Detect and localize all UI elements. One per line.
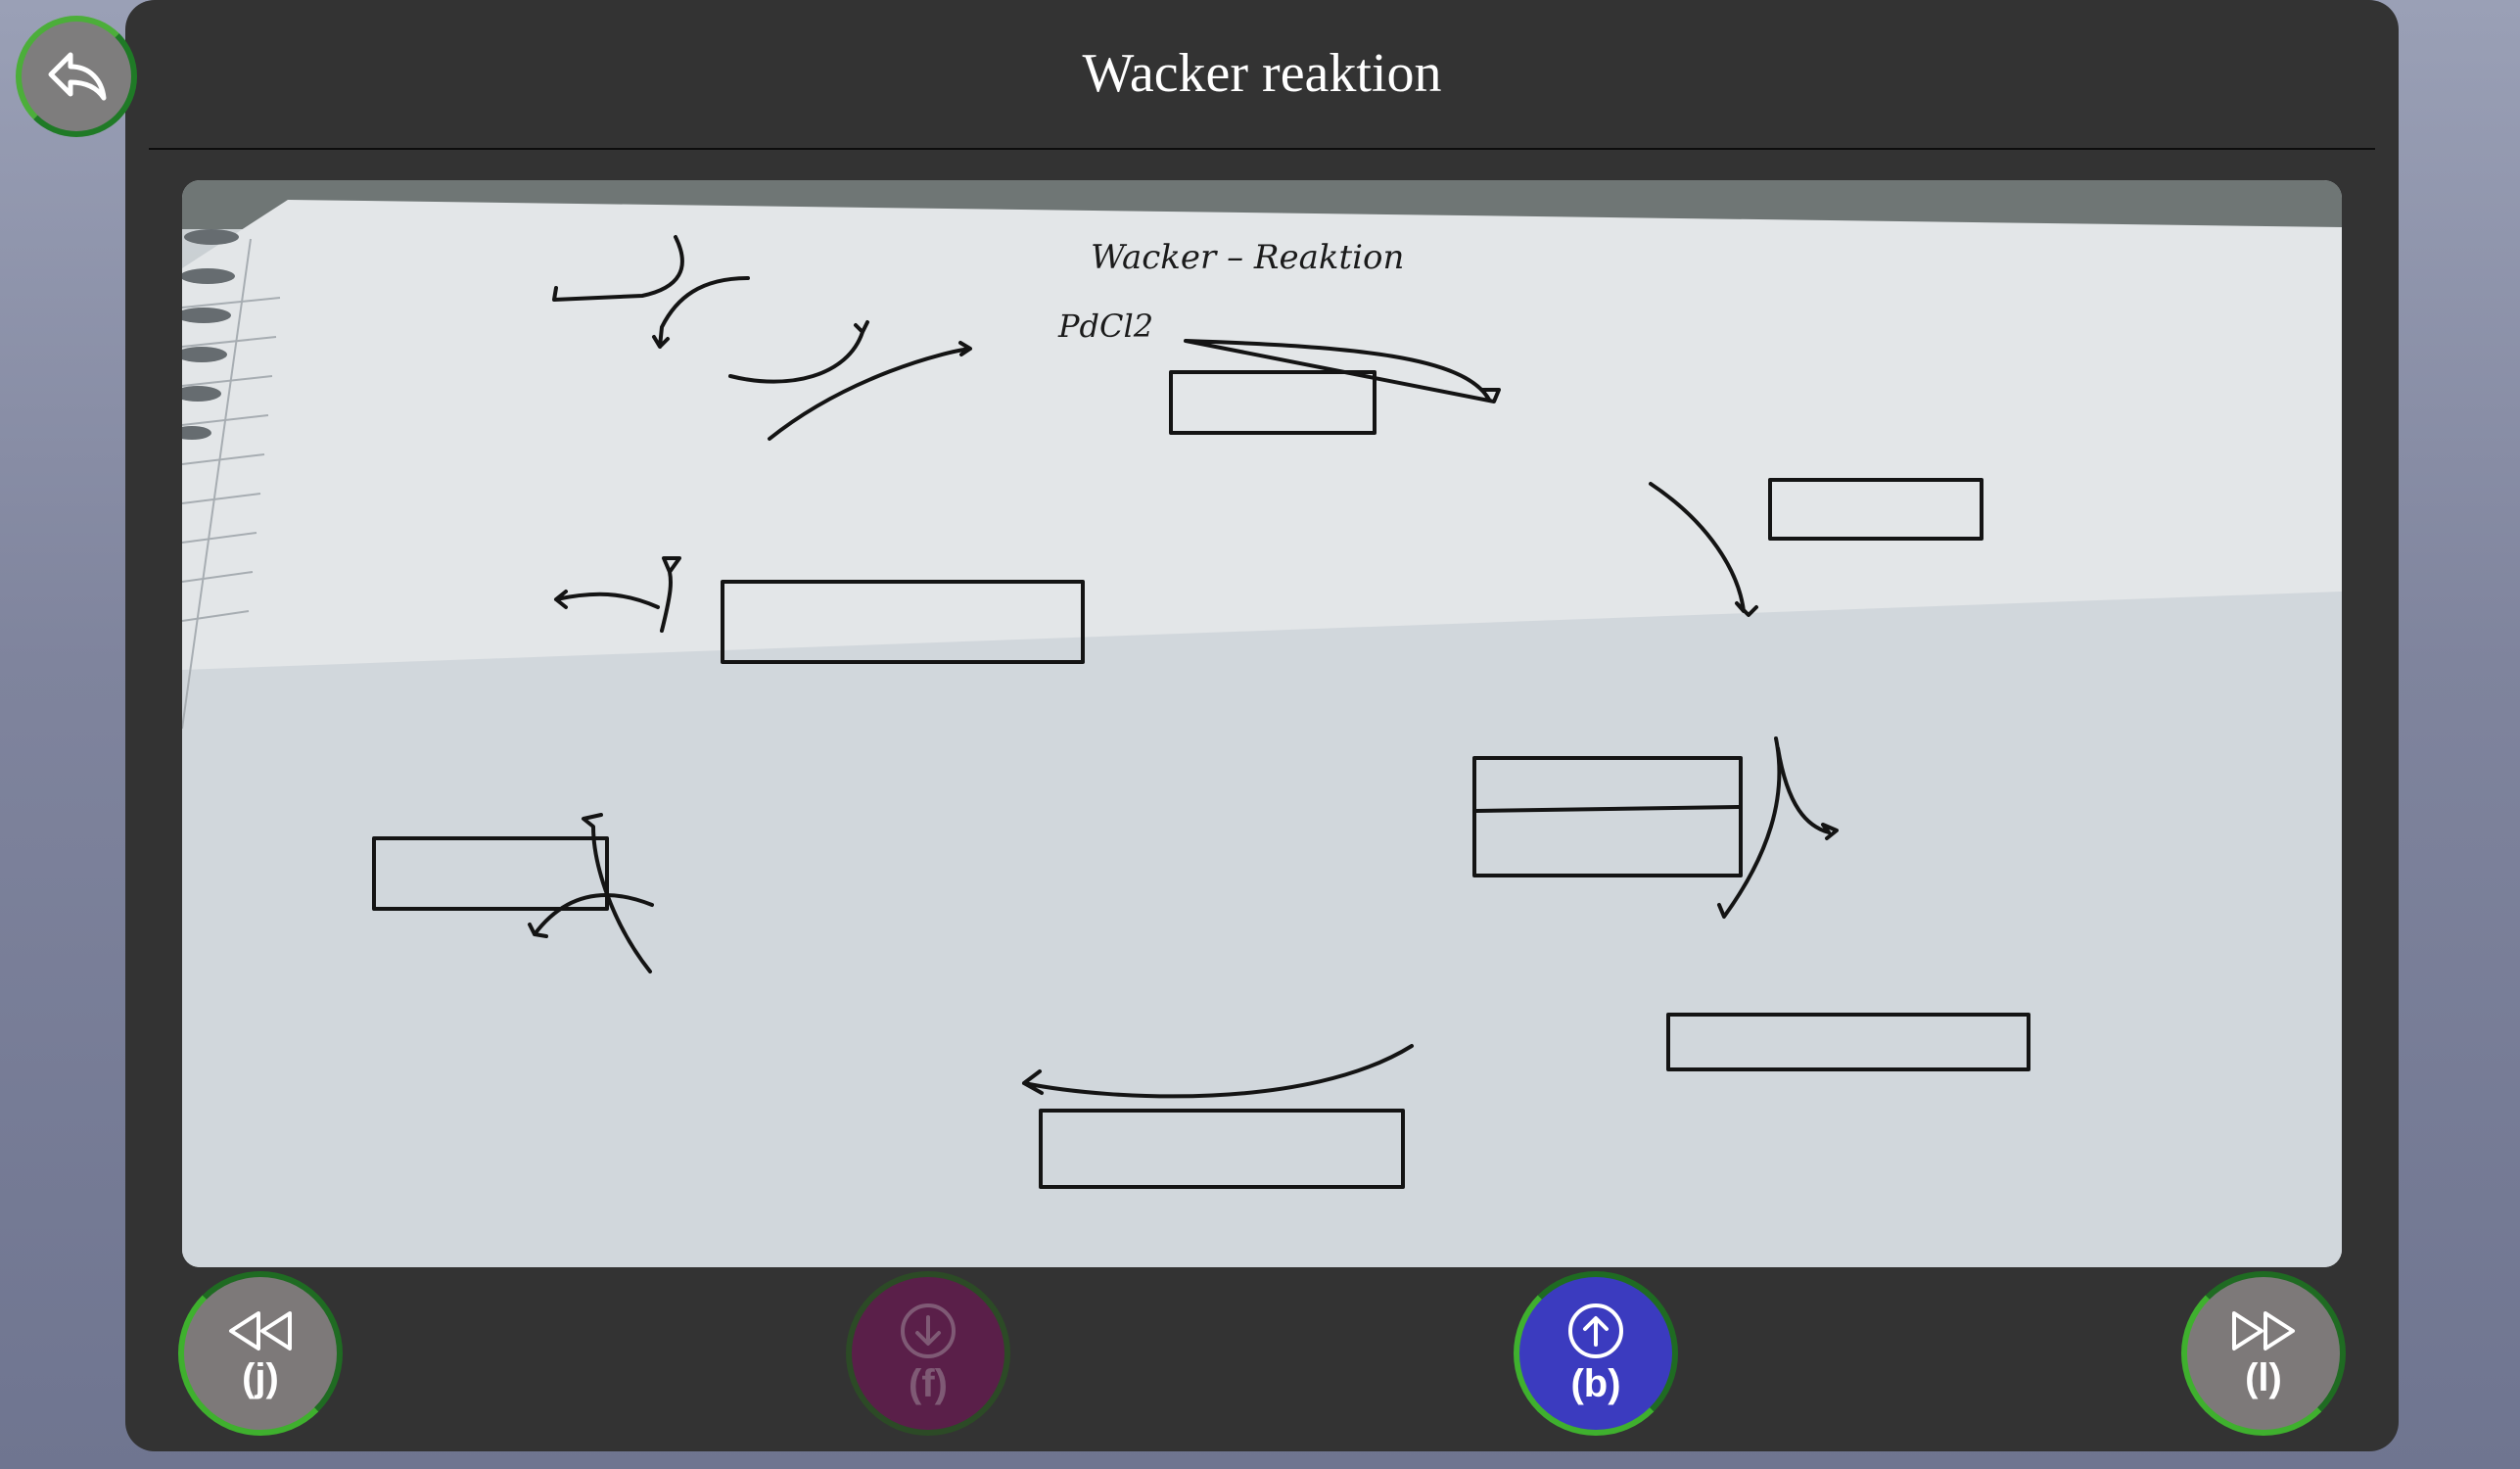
page-title: Wacker reaktion <box>1082 43 1442 104</box>
back-button[interactable] <box>16 16 137 137</box>
move-up-key-label: (b) <box>1570 1361 1621 1405</box>
move-down-key-label: (f) <box>909 1361 948 1405</box>
fast-forward-icon <box>2232 1310 2295 1351</box>
handwritten-reagent: PdCl2 <box>1057 308 1153 345</box>
move-down-button[interactable]: (f) <box>846 1271 1010 1436</box>
move-up-button[interactable]: (b) <box>1514 1271 1678 1436</box>
fast-forward-key-label: (l) <box>2245 1355 2282 1399</box>
main-panel: Wacker reaktion <box>125 0 2399 1451</box>
rewind-icon <box>229 1310 292 1351</box>
arrow-up-circle-icon <box>1568 1303 1623 1358</box>
handwritten-sketch: Wacker – Reaktion PdCl2 <box>182 180 2342 1267</box>
title-divider <box>149 148 2375 150</box>
fast-forward-button[interactable]: (l) <box>2181 1271 2346 1436</box>
diagram-photo: Wacker – Reaktion PdCl2 <box>182 180 2342 1267</box>
rewind-button[interactable]: (j) <box>178 1271 343 1436</box>
arrow-down-circle-icon <box>901 1303 956 1358</box>
rewind-key-label: (j) <box>242 1355 279 1399</box>
undo-arrow-icon <box>48 52 107 101</box>
handwritten-heading: Wacker – Reaktion <box>1091 238 1404 277</box>
